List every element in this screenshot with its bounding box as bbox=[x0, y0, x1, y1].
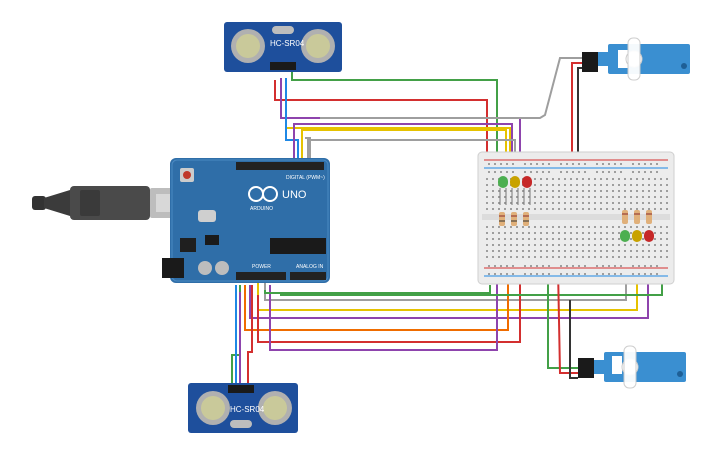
led-red-right bbox=[644, 230, 654, 242]
arduino-brand-label: ARDUINO bbox=[250, 206, 273, 212]
wire-gray-top-servo bbox=[320, 57, 582, 119]
led-group-right bbox=[620, 230, 654, 242]
wire-green-bottom-1 bbox=[264, 285, 491, 294]
resistor-group-left bbox=[499, 212, 529, 226]
wire-green-top-sensor-gnd bbox=[291, 72, 498, 160]
led-yellow-right bbox=[632, 230, 642, 242]
power-jack bbox=[162, 258, 184, 278]
resistor-group-right bbox=[622, 210, 652, 224]
led-green-right bbox=[620, 230, 630, 242]
wire-red-top-servo bbox=[571, 62, 582, 168]
arduino-model-label: UNO bbox=[282, 189, 307, 201]
led-yellow-left bbox=[510, 176, 520, 205]
wire-yellow-arduino bbox=[301, 129, 507, 170]
wire-black-top-servo bbox=[577, 67, 582, 160]
led-group-left bbox=[498, 176, 532, 205]
ultrasonic-sensor-top[interactable]: HC-SR04 bbox=[224, 22, 342, 72]
wire-gray-arduino bbox=[305, 137, 311, 162]
wire-red-top-sensor-vcc bbox=[274, 80, 488, 160]
servo-motor-bottom[interactable] bbox=[578, 345, 686, 389]
sensor-top-label: HC-SR04 bbox=[270, 39, 305, 48]
breadboard[interactable] bbox=[477, 151, 675, 285]
arduino-digital-label: DIGITAL (PWM~) bbox=[286, 175, 325, 181]
wire-red-bottom-servo bbox=[557, 267, 578, 374]
arduino-analog-label: ANALOG IN bbox=[296, 264, 324, 270]
servo-motor-top[interactable] bbox=[582, 37, 690, 81]
arduino-uno-board[interactable]: UNO ARDUINO DIGITAL (PWM~) POWER ANALOG … bbox=[162, 158, 330, 283]
sensor-bottom-label: HC-SR04 bbox=[230, 405, 265, 414]
wire-purple-arduino-1 bbox=[293, 123, 513, 170]
wire-red-bottom-sensor bbox=[247, 285, 253, 383]
wire-orange-bottom bbox=[244, 240, 509, 331]
wire-green-bottom-2 bbox=[280, 285, 663, 296]
wire-red-bottom bbox=[257, 240, 521, 343]
atmega-chip bbox=[270, 238, 326, 254]
arduino-power-label: POWER bbox=[252, 264, 271, 270]
wire-black-bottom-servo bbox=[569, 300, 578, 379]
ultrasonic-sensor-bottom[interactable]: HC-SR04 bbox=[188, 383, 298, 433]
led-green-left bbox=[498, 176, 508, 205]
wire-green-bottom-servo bbox=[547, 270, 578, 369]
wire-blue-top bbox=[285, 78, 299, 162]
arduino-logo bbox=[248, 186, 278, 202]
led-red-left bbox=[522, 176, 532, 205]
